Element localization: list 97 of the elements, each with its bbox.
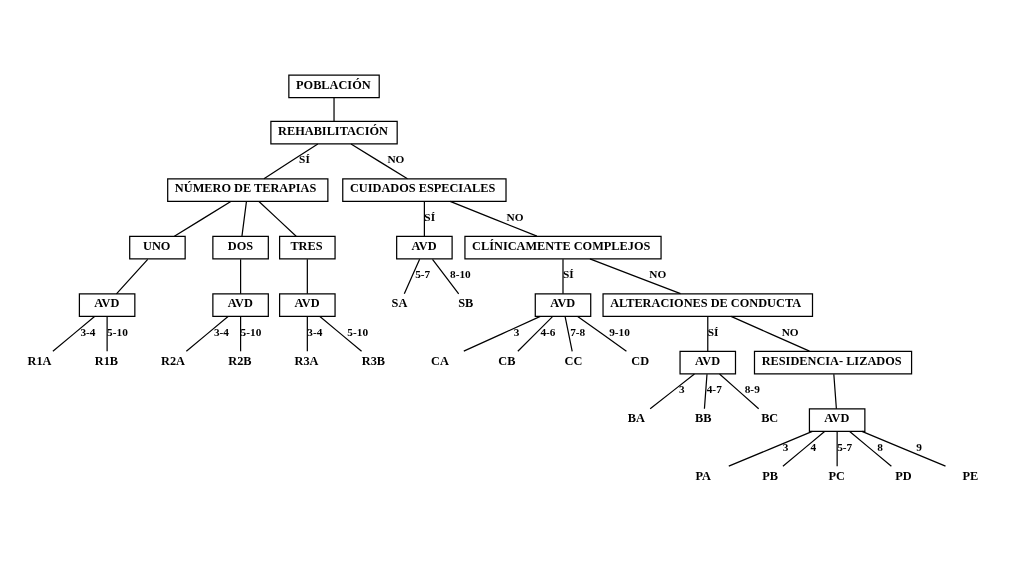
connector: [782, 430, 826, 467]
node-text: R2B: [228, 353, 252, 368]
node-box: TRES: [279, 235, 336, 259]
edge-label: 9-10: [609, 325, 630, 338]
node-box: CLÍNICAMENTE COMPLEJOS: [464, 235, 662, 259]
connector: [849, 430, 892, 467]
connector: [306, 315, 308, 352]
node-box: AVD: [279, 292, 336, 317]
node-text: R1A: [27, 353, 52, 368]
node-text: BB: [694, 410, 712, 425]
edge-label: 3: [679, 382, 685, 395]
node-text: CA: [431, 353, 449, 368]
connector: [333, 97, 335, 122]
connector: [403, 258, 421, 294]
connector: [350, 142, 409, 179]
edge-label: 3-4: [213, 325, 229, 338]
node-text: R3A: [294, 353, 319, 368]
connector: [836, 430, 838, 467]
node-text: R2A: [161, 353, 185, 368]
edge-label: 4-7: [706, 382, 722, 395]
node-box: DOS: [212, 235, 269, 259]
connector: [589, 257, 682, 294]
connector: [730, 315, 811, 352]
connector: [239, 258, 242, 294]
node-box: AVD: [396, 235, 453, 259]
node-box: ALTERACIONES DE CONDUCTA: [602, 292, 814, 317]
edge-label: 4: [810, 440, 817, 453]
edge-label: 3: [513, 325, 520, 338]
edge-label: SÍ: [299, 152, 310, 165]
connector: [185, 315, 229, 352]
edge-label: 4-6: [540, 325, 556, 338]
node-box: CUIDADOS ESPECIALES: [342, 177, 507, 202]
connector: [728, 430, 813, 467]
edge-label: SÍ: [424, 210, 436, 223]
connector: [173, 200, 232, 237]
connector: [239, 315, 242, 352]
connector: [241, 200, 247, 237]
node-box: RESIDENCIA- LIZADOS: [753, 350, 913, 374]
connector: [564, 315, 573, 352]
node-box: AVD: [212, 292, 269, 317]
node-text: CC: [564, 353, 583, 368]
connector: [258, 200, 297, 237]
node-text: PB: [762, 468, 778, 483]
connector: [423, 200, 425, 237]
connector: [833, 373, 837, 409]
edge-label: NO: [649, 267, 667, 280]
node-box: POBLACIÓN: [288, 74, 380, 98]
edge-label: 5-10: [347, 325, 369, 338]
node-box: AVD: [534, 292, 592, 317]
edge-label: NO: [781, 325, 799, 338]
connector: [703, 373, 708, 409]
connector: [577, 315, 628, 352]
edge-label: 9: [916, 440, 922, 453]
node-box: UNO: [129, 235, 186, 259]
node-text: PC: [828, 468, 845, 483]
node-text: CB: [498, 353, 516, 368]
node-text: PE: [962, 468, 979, 483]
connector: [115, 258, 149, 294]
connector: [449, 200, 538, 237]
node-text: R3B: [361, 353, 386, 368]
connector: [562, 258, 564, 294]
connector: [861, 430, 947, 467]
node-box: REHABILITACIÓN: [270, 120, 398, 144]
node-text: SA: [391, 295, 408, 310]
connector: [707, 315, 709, 352]
node-text: SB: [458, 295, 474, 310]
edge-label: 7-8: [570, 325, 586, 338]
edge-label: 8: [877, 440, 883, 453]
node-text: PD: [895, 468, 912, 483]
edge-label: NO: [387, 152, 405, 165]
edge-label: 3: [782, 440, 789, 453]
node-text: R1B: [94, 353, 119, 368]
connector: [649, 372, 696, 409]
connector: [263, 142, 319, 179]
node-box: AVD: [679, 350, 737, 374]
edge-label: 3-4: [80, 325, 96, 338]
connector: [306, 258, 308, 294]
node-box: AVD: [78, 292, 136, 317]
connector: [517, 315, 553, 352]
connector: [431, 258, 460, 294]
edge-label: 8-9: [744, 382, 760, 395]
edge-label: 8-10: [450, 267, 471, 280]
node-text: PA: [695, 468, 711, 483]
connector: [319, 315, 363, 352]
edge-label: NO: [506, 210, 524, 223]
node-box: AVD: [808, 407, 866, 432]
edge-label: 5-10: [240, 325, 262, 338]
node-text: CD: [631, 353, 650, 368]
node-text: BA: [627, 410, 645, 425]
connector: [463, 315, 541, 352]
connector: [106, 315, 108, 352]
node-text: BC: [761, 410, 779, 425]
connector: [718, 372, 760, 409]
connector: [52, 315, 96, 352]
edge-label: 5-7: [415, 267, 431, 280]
edge-label: SÍ: [707, 325, 719, 338]
node-box: NÚMERO DE TERAPIAS: [167, 177, 329, 202]
